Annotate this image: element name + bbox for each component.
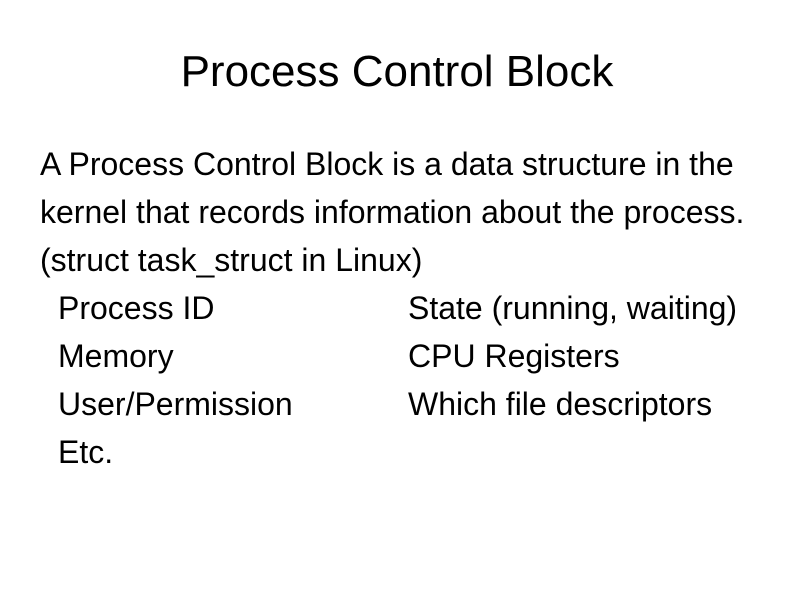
attribute-right: CPU Registers bbox=[408, 338, 620, 374]
attribute-right: State (running, waiting) bbox=[408, 290, 738, 326]
attributes-list: Process ID State (running, waiting) Memo… bbox=[40, 284, 774, 476]
attribute-left: Memory bbox=[58, 338, 174, 374]
attribute-row: Process ID State (running, waiting) bbox=[40, 284, 774, 332]
paragraph-line: kernel that records information about th… bbox=[40, 194, 745, 230]
attribute-left: Etc. bbox=[58, 434, 114, 470]
attribute-row: User/Permission Which file descriptors bbox=[40, 380, 774, 428]
paragraph-line: A Process Control Block is a data struct… bbox=[40, 146, 734, 182]
attribute-row: Etc. bbox=[40, 428, 774, 476]
page-title: Process Control Block bbox=[180, 47, 614, 96]
attribute-right: Which file descriptors bbox=[408, 386, 713, 422]
attribute-row: Memory CPU Registers bbox=[40, 332, 774, 380]
paragraph-line: (struct task_struct in Linux) bbox=[40, 242, 423, 278]
attribute-left: User/Permission bbox=[58, 386, 293, 422]
attribute-left: Process ID bbox=[58, 290, 215, 326]
slide-body: A Process Control Block is a data struct… bbox=[40, 140, 774, 476]
body-paragraph: A Process Control Block is a data struct… bbox=[40, 140, 774, 284]
